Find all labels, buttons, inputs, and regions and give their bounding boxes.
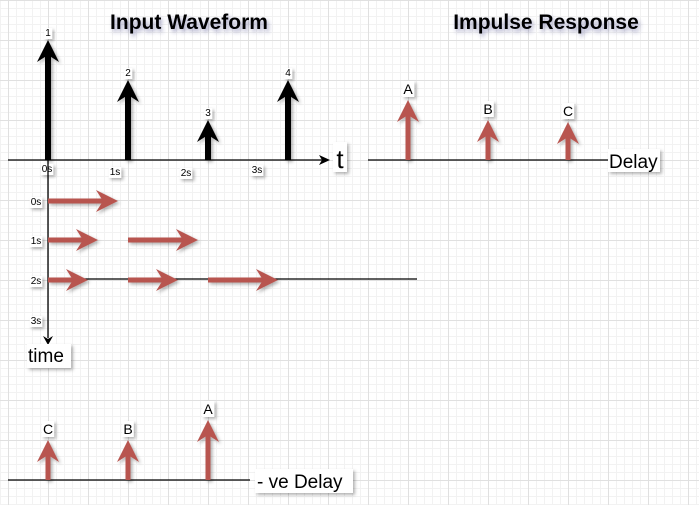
response-tap: [397, 100, 419, 160]
evolution-arrow: [208, 269, 278, 291]
time-row-label: 2s: [31, 276, 42, 287]
time-row-label: 1s: [31, 236, 42, 247]
arrowhead-icon: [37, 40, 59, 62]
impulse-label: 4: [285, 68, 291, 79]
arrowhead-icon: [176, 229, 198, 251]
time-tick-label: 3s: [252, 165, 263, 176]
input-time-labels: 0s 1s 2s 3s: [40, 164, 264, 179]
input-axis-label: t: [336, 144, 344, 174]
arrowhead-icon: [156, 269, 178, 291]
evolution-arrow: [128, 229, 198, 251]
arrowhead-icon: [37, 440, 59, 462]
evolution-arrows: [48, 190, 278, 291]
response-tap: [557, 122, 579, 160]
tap-label: A: [403, 81, 413, 97]
time-row-label: 0s: [31, 197, 42, 208]
tap-label: C: [43, 421, 53, 437]
time-tick-label: 2s: [181, 168, 192, 179]
impulse-label: 2: [125, 68, 131, 79]
input-impulse: [277, 80, 299, 160]
arrowhead-icon: [117, 440, 139, 462]
response-taps: A B C: [397, 81, 579, 160]
tap-label: B: [483, 101, 492, 117]
arrowhead-icon: [557, 122, 579, 144]
tap-label: B: [123, 421, 132, 437]
time-axis-label: time: [28, 346, 64, 367]
evolution-arrow: [48, 229, 98, 251]
arrowhead-icon: [96, 190, 118, 212]
input-waveform-title: Input Waveform: [110, 11, 268, 34]
impulse-label: 3: [205, 108, 211, 119]
input-impulse: [197, 120, 219, 160]
negative-delay-taps: C B A: [37, 401, 219, 480]
arrowhead-icon: [477, 120, 499, 142]
time-row-labels: 0s 1s 2s 3s: [29, 197, 43, 327]
arrowhead-icon: [397, 100, 419, 122]
negative-delay-tap: [197, 420, 219, 480]
evolution-arrow: [128, 269, 178, 291]
time-tick-label: 0s: [42, 164, 53, 175]
negative-delay-tap: [37, 440, 59, 480]
tap-label: C: [563, 103, 573, 119]
negative-delay-axis-label: - ve Delay: [257, 472, 343, 493]
response-tap: [477, 120, 499, 160]
arrowhead-icon: [197, 420, 219, 442]
arrowhead-icon: [197, 120, 219, 142]
arrowhead-icon: [76, 229, 98, 251]
input-impulse: [117, 80, 139, 160]
evolution-arrow: [48, 190, 118, 212]
time-tick-label: 1s: [110, 167, 121, 178]
arrowhead-icon: [277, 80, 299, 102]
negative-delay-tap: [117, 440, 139, 480]
evolution-arrow: [48, 269, 88, 291]
delay-axis-label: Delay: [609, 152, 658, 173]
tap-label: A: [203, 401, 213, 417]
input-impulses: 1 2 3 4: [37, 28, 299, 160]
impulse-response-title: Impulse Response: [453, 11, 639, 34]
arrowhead-icon: [256, 269, 278, 291]
arrowhead-icon: [66, 269, 88, 291]
input-time-axis-arrowhead: [319, 155, 330, 165]
time-row-label: 3s: [31, 316, 42, 327]
time-axis-arrowhead: [43, 336, 53, 345]
arrowhead-icon: [117, 80, 139, 102]
impulse-label: 1: [45, 28, 51, 39]
input-impulse: [37, 40, 59, 160]
